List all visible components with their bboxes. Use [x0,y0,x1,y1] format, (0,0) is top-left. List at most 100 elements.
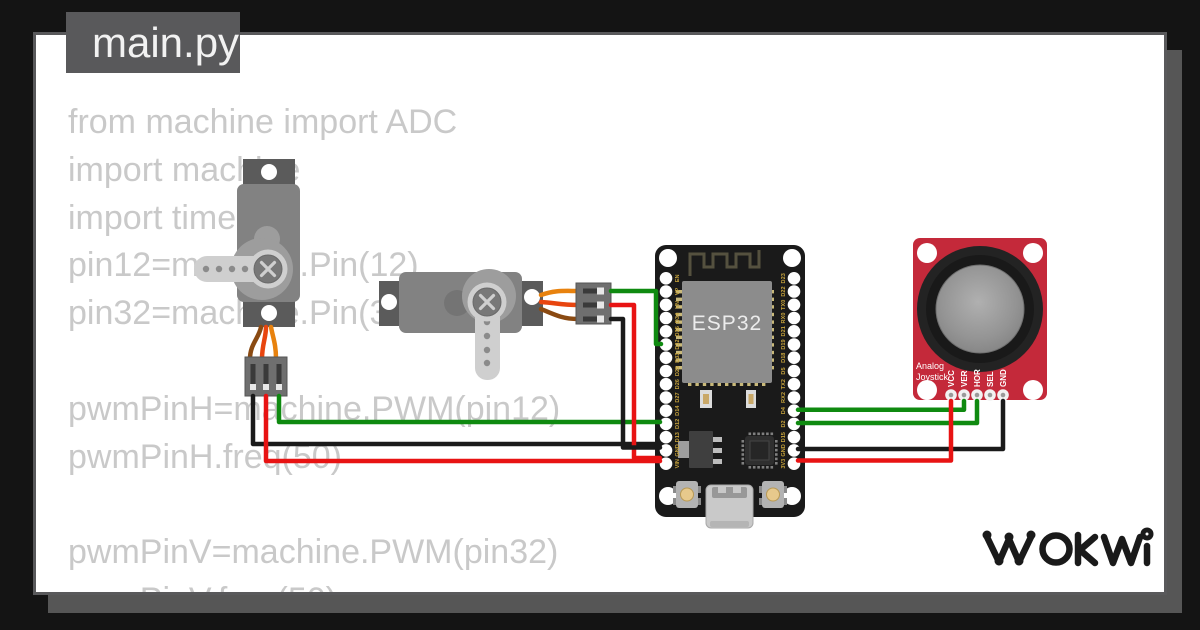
esp32-pin-hole[interactable] [659,364,673,378]
esp32-left-pin-row: ENVPVND34D35D32D33D25D26D27D14D12D13GNDV… [659,272,681,471]
esp32-pin-hole[interactable] [659,391,673,404]
joystick-cap[interactable] [935,264,1025,354]
code-line: from machine import ADC [68,103,458,141]
esp32-pin-label: D15 [781,432,787,442]
button-cap [680,487,694,502]
wires [250,288,1006,464]
smd-capacitor-band [703,394,709,404]
connector-contact [263,384,269,390]
esp32-pin-label: RX2 [781,392,787,403]
esp32-pin-hole[interactable] [787,325,801,338]
logo-node [982,530,992,540]
esp32-pin-hole[interactable] [787,351,801,365]
esp32-pin-hole[interactable] [787,311,801,325]
esp32-pin-hole[interactable] [659,325,673,338]
module-pad [676,343,682,347]
wire-servo2-vin[interactable] [608,302,663,461]
servo-cable-strand [247,324,264,362]
module-pad [676,366,682,370]
joystick-pin-center [961,392,967,398]
esp32-pin-hole[interactable] [659,404,673,418]
esp32-pin-hole[interactable] [659,457,673,471]
esp32-pin-hole[interactable] [787,338,801,351]
module-pad [676,335,682,339]
esp32-pin-label: D33 [675,353,681,363]
chip-pin [748,466,752,469]
mount-hole [659,249,677,267]
wire-servo1-signal-d12[interactable] [276,393,663,425]
horn-hole [215,265,223,273]
horn-hole [483,332,491,340]
esp32-pin-hole[interactable] [787,377,801,391]
wire-joystick-vcc-3v3[interactable] [795,398,954,463]
esp32-pin-label: D26 [675,379,681,389]
code-line: import time [68,198,237,237]
mount-hole [524,289,540,305]
filename-tab[interactable]: main.py [66,12,240,73]
chip-pin [775,457,778,461]
esp32-module [682,281,772,383]
esp32-pin-hole[interactable] [659,417,673,431]
esp32-pin-hole[interactable] [787,364,801,378]
esp32-pin-label: VP [675,288,681,296]
servo-2[interactable] [379,269,581,380]
esp32-pin-hole[interactable] [787,272,801,285]
esp32-pin-hole[interactable] [659,285,673,298]
esp32-pin-hole[interactable] [787,430,801,444]
wire-servo1-vin[interactable] [263,393,663,464]
button-tab [784,486,787,493]
chip-pin [748,432,752,436]
servo-1-connector[interactable] [244,356,288,397]
servo-2-connector[interactable] [575,282,612,325]
boot-button[interactable] [673,481,701,508]
esp32-pin-label: EN [675,274,681,282]
esp32-pin-hole[interactable] [787,404,801,418]
esp32-pin-hole[interactable] [787,285,801,298]
chip-pin [766,432,769,436]
esp32-pin-label: D23 [781,273,787,283]
code-line: pwmPinV=machine.PWM(pin32) [68,533,559,572]
wire-joystick-ver-d4[interactable] [795,398,967,413]
esp32-pin-hole[interactable] [659,338,673,351]
esp32-board[interactable]: ESP32 [655,245,805,529]
connector-slot [583,302,604,308]
wire-servo1-gnd[interactable] [250,393,663,447]
esp32-pin-hole[interactable] [659,351,673,365]
esp32-pin-hole[interactable] [787,298,801,312]
logo-letter-o [1039,532,1073,566]
connector-slot [263,364,269,388]
chip-pin [766,466,769,469]
smd-capacitor-band [748,394,754,404]
esp32-pin-hole[interactable] [659,430,673,444]
wire-joystick-hor-d2[interactable] [795,398,980,426]
joystick-pin-label: VER [960,370,969,387]
esp32-pin-label: D32 [675,339,681,349]
en-button[interactable] [759,481,787,508]
esp32-pin-hole[interactable] [659,298,673,312]
wire-joystick-gnd[interactable] [795,398,1006,452]
screw-cross [259,260,277,278]
esp32-pin-hole[interactable] [659,444,673,457]
wire-servo2-gnd[interactable] [608,316,663,450]
usb-shield-notch [733,487,741,493]
usb-lip [710,521,749,527]
wire-servo2-signal-d32[interactable] [608,288,664,347]
esp32-pin-hole[interactable] [787,391,801,404]
regulator-tab [678,441,689,458]
logo-node [1026,530,1036,540]
button-tab [698,486,701,493]
servo-cable-strand [538,288,581,298]
esp32-pin-label: D22 [781,286,787,296]
horn-hole [202,265,210,273]
logo-node [1014,556,1024,566]
servo-1[interactable] [194,159,300,362]
esp32-pin-hole[interactable] [659,311,673,325]
esp32-pin-label: D25 [675,366,681,376]
esp32-pin-hole[interactable] [659,272,673,285]
regulator-leg [713,437,722,442]
chip-pin [775,440,778,443]
esp32-pin-hole[interactable] [659,377,673,391]
esp32-pin-label: GND [781,444,787,456]
esp32-pin-hole[interactable] [787,417,801,431]
